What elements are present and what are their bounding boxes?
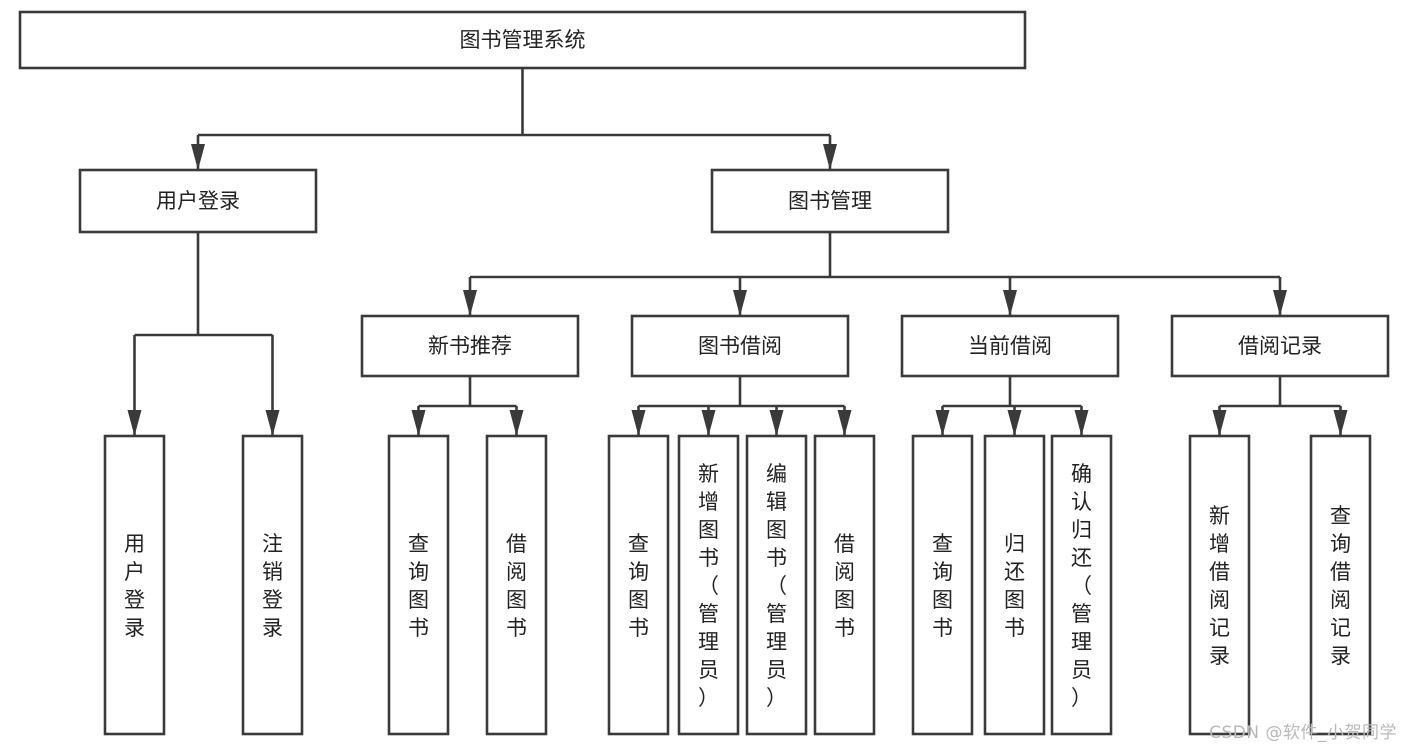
node-leaf-query-book-3[interactable]: 查询图书 <box>911 434 974 736</box>
node-label: 查询图书 <box>628 532 649 640</box>
node-label: 借阅图书 <box>834 532 855 640</box>
node-leaf-logout[interactable]: 注销登录 <box>241 434 304 736</box>
node-book-manage[interactable]: 图书管理 <box>710 168 950 234</box>
node-box <box>78 168 318 234</box>
node-box <box>630 314 850 378</box>
node-leaf-add-book[interactable]: 新增图书（管理员） <box>677 434 740 736</box>
node-new-book-rec[interactable]: 新书推荐 <box>360 314 580 378</box>
node-box <box>900 314 1120 378</box>
node-label: 新增借阅记录 <box>1209 504 1230 668</box>
node-label: 借阅记录 <box>1238 334 1322 358</box>
node-label: 图书管理 <box>788 189 872 213</box>
arrow-head-icon <box>935 410 950 436</box>
node-label: 当前借阅 <box>968 334 1052 358</box>
node-leaf-confirm-return[interactable]: 确认归还（管理员） <box>1050 434 1113 736</box>
node-leaf-return-book[interactable]: 归还图书 <box>983 434 1046 736</box>
node-user-login[interactable]: 用户登录 <box>78 168 318 234</box>
node-label: 用户登录 <box>124 532 145 640</box>
arrow-head-icon <box>411 410 426 436</box>
node-leaf-borrow-book-2[interactable]: 借阅图书 <box>813 434 876 736</box>
arrow-head-icon <box>463 290 477 316</box>
arrow-head-icon <box>1003 290 1017 316</box>
arrow-head-icon <box>191 144 205 170</box>
node-box <box>1050 434 1113 736</box>
node-box <box>1309 434 1372 736</box>
node-label: 借阅图书 <box>506 532 527 640</box>
arrow-head-icon <box>1333 410 1348 436</box>
node-leaf-query-book-2[interactable]: 查询图书 <box>607 434 670 736</box>
arrow-head-icon <box>701 410 716 436</box>
node-label: 编辑图书（管理员） <box>766 462 787 710</box>
node-box <box>813 434 876 736</box>
arrow-head-icon <box>769 410 784 436</box>
node-leaf-query-book-1[interactable]: 查询图书 <box>387 434 450 736</box>
arrow-head-icon <box>1007 410 1022 436</box>
node-book-borrow[interactable]: 图书借阅 <box>630 314 850 378</box>
node-leaf-query-record[interactable]: 查询借阅记录 <box>1309 434 1372 736</box>
node-label: 归还图书 <box>1004 532 1025 640</box>
node-box <box>387 434 450 736</box>
node-borrow-record[interactable]: 借阅记录 <box>1170 314 1390 378</box>
arrow-head-icon <box>823 144 837 170</box>
arrow-head-icon <box>837 410 852 436</box>
node-label: 用户登录 <box>156 189 240 213</box>
edges-layer <box>127 68 1348 436</box>
node-box <box>360 314 580 378</box>
arrow-head-icon <box>733 290 747 316</box>
node-box <box>1170 314 1390 378</box>
node-box <box>241 434 304 736</box>
node-label: 图书管理系统 <box>460 28 586 52</box>
node-box <box>1188 434 1251 736</box>
node-box <box>745 434 808 736</box>
node-label: 新增图书（管理员） <box>698 462 719 710</box>
node-box <box>710 168 950 234</box>
arrow-head-icon <box>1273 290 1287 316</box>
nodes-layer: 图书管理系统用户登录图书管理新书推荐图书借阅当前借阅借阅记录用户登录注销登录查询… <box>18 10 1390 736</box>
node-current-borrow[interactable]: 当前借阅 <box>900 314 1120 378</box>
arrow-head-icon <box>265 410 280 436</box>
arrow-head-icon <box>127 410 142 436</box>
node-leaf-user-login[interactable]: 用户登录 <box>103 434 166 736</box>
node-box <box>18 10 1027 70</box>
node-label: 图书借阅 <box>698 334 782 358</box>
node-leaf-add-record[interactable]: 新增借阅记录 <box>1188 434 1251 736</box>
node-label: 查询借阅记录 <box>1330 504 1351 668</box>
node-leaf-edit-book[interactable]: 编辑图书（管理员） <box>745 434 808 736</box>
node-box <box>983 434 1046 736</box>
node-label: 注销登录 <box>262 532 283 640</box>
arrow-head-icon <box>1074 410 1089 436</box>
node-leaf-borrow-book-1[interactable]: 借阅图书 <box>485 434 548 736</box>
node-box <box>677 434 740 736</box>
node-box <box>103 434 166 736</box>
node-label: 查询图书 <box>408 532 429 640</box>
node-label: 确认归还（管理员） <box>1071 462 1092 710</box>
node-label: 查询图书 <box>932 532 953 640</box>
arrow-head-icon <box>509 410 524 436</box>
node-label: 新书推荐 <box>428 334 512 358</box>
node-box <box>911 434 974 736</box>
csdn-watermark: CSDN @软件_小贺同学 <box>1209 723 1397 743</box>
node-box <box>607 434 670 736</box>
arrow-head-icon <box>631 410 646 436</box>
arrow-head-icon <box>1212 410 1227 436</box>
node-root[interactable]: 图书管理系统 <box>18 10 1027 70</box>
node-box <box>485 434 548 736</box>
